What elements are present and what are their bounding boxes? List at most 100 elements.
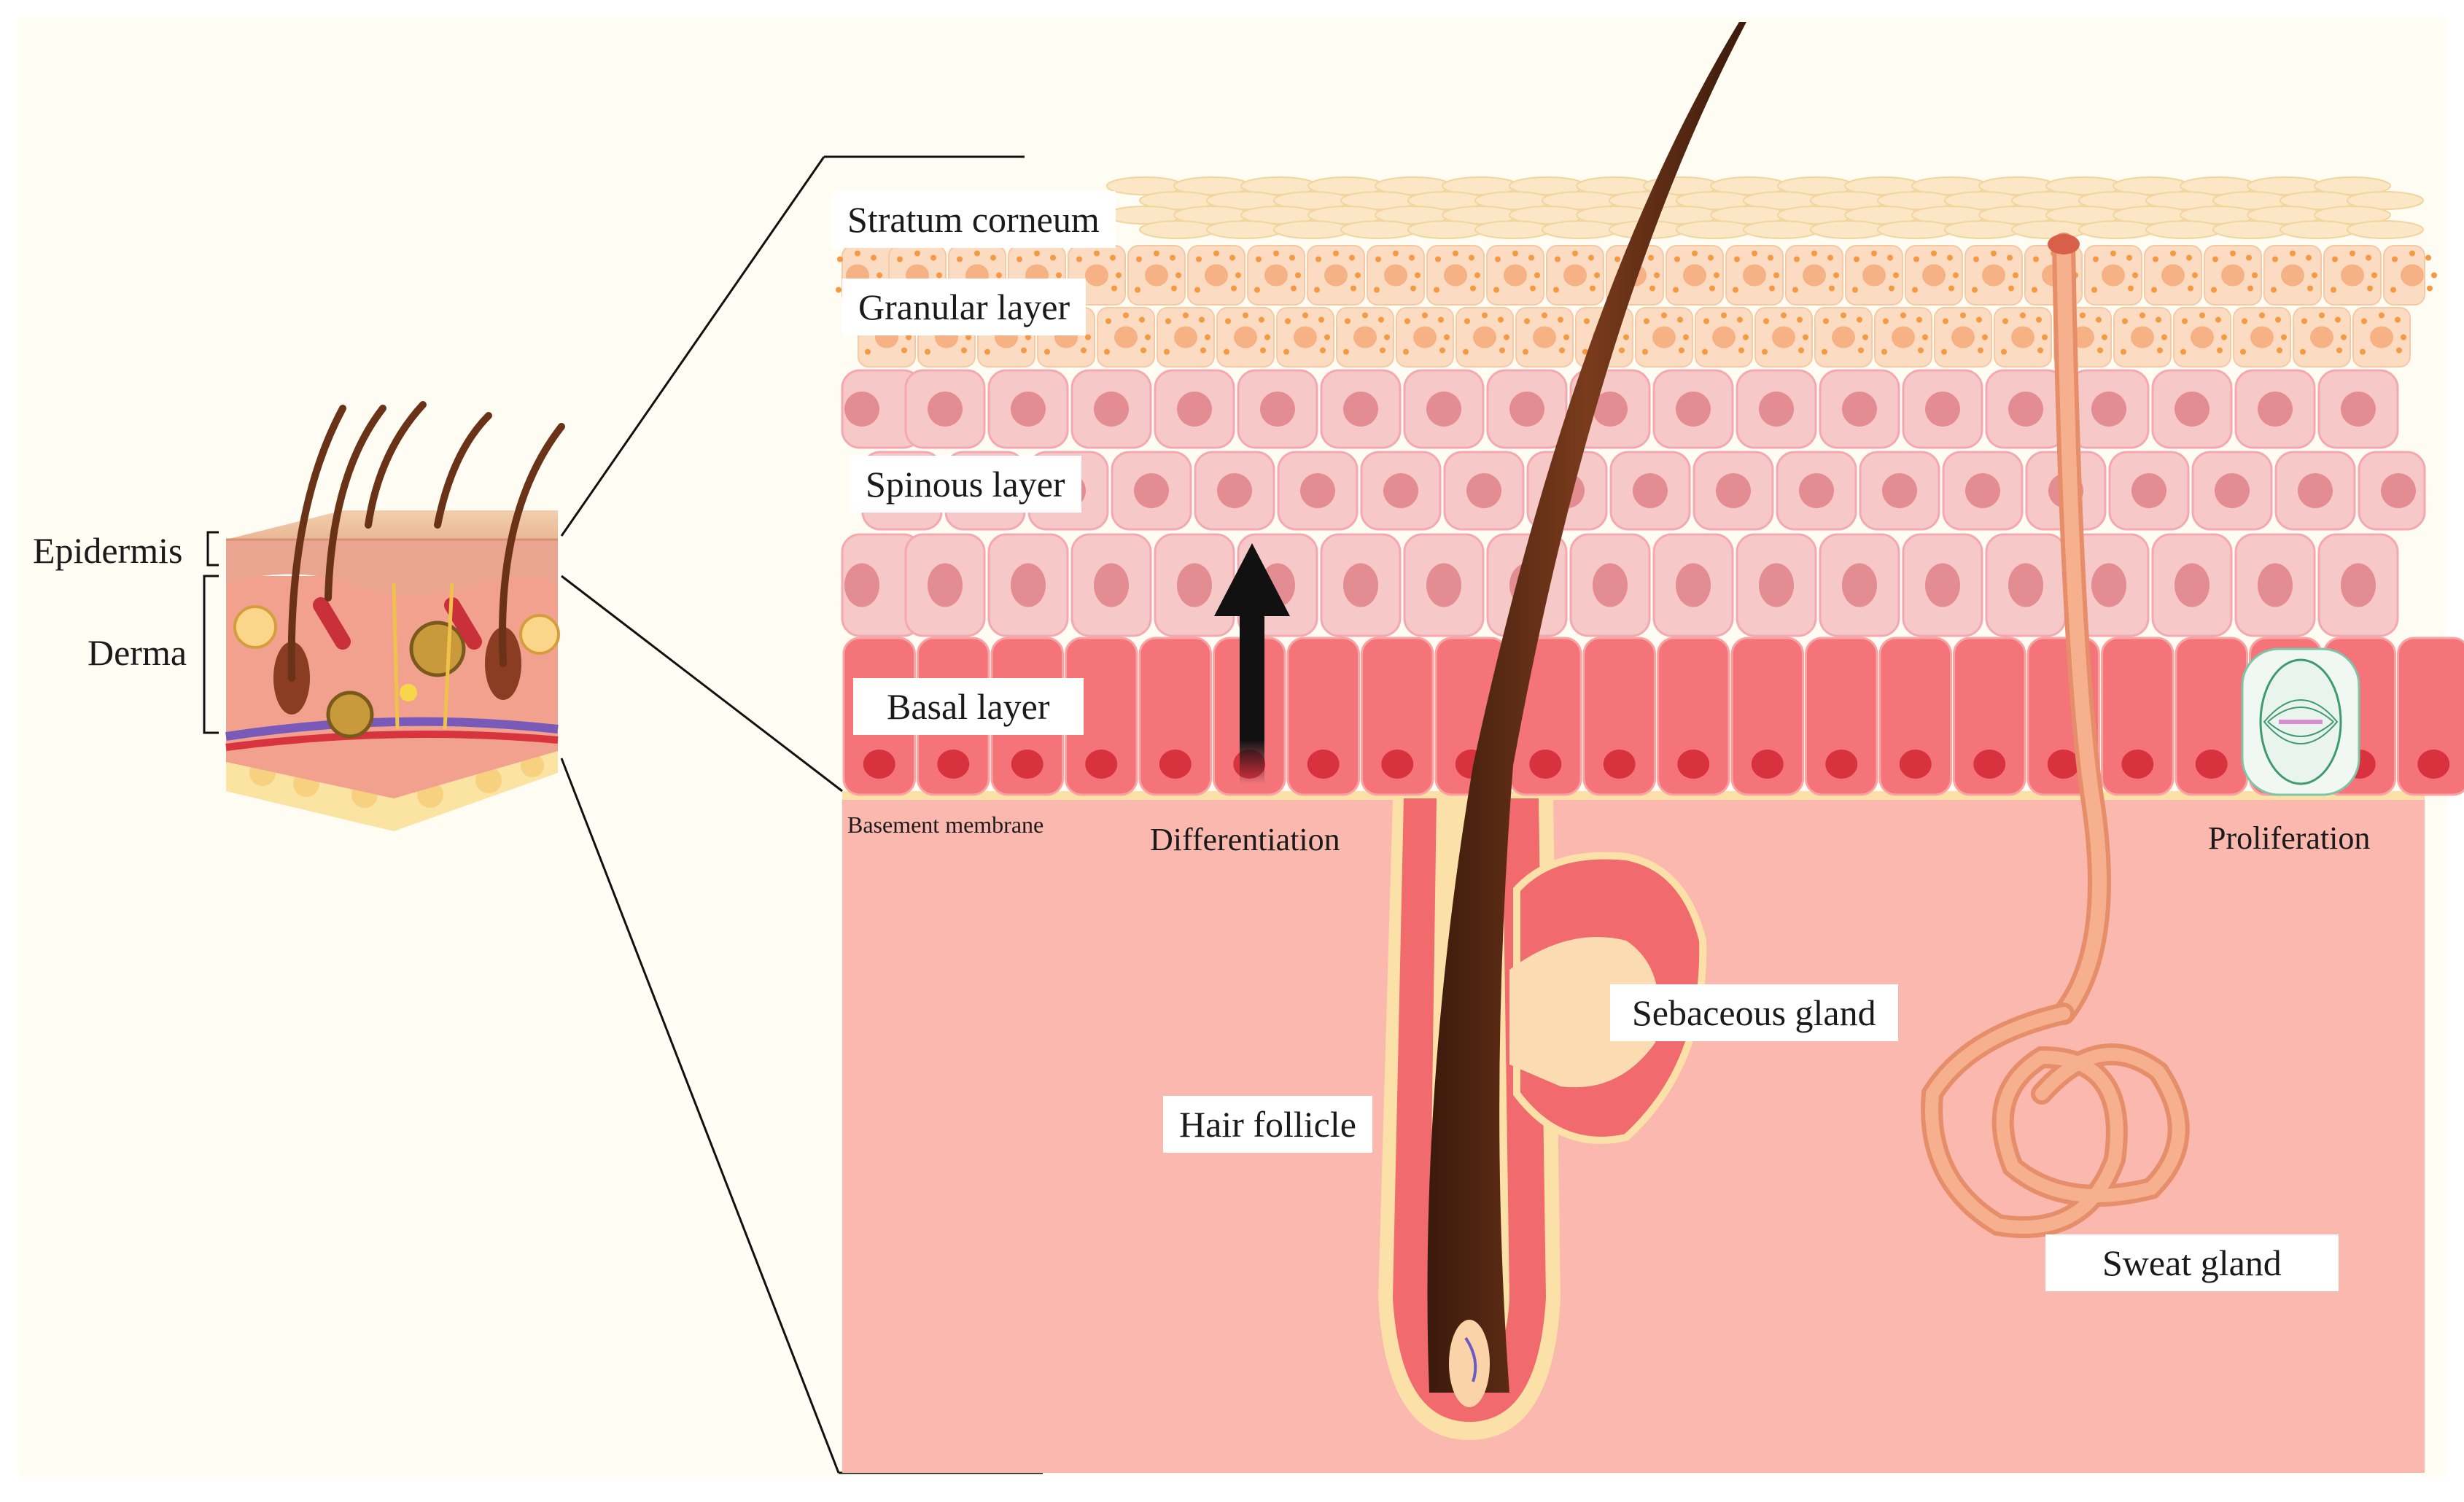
granule xyxy=(2170,251,2176,257)
proliferation-label: Proliferation xyxy=(2208,822,2370,855)
corneum-flake xyxy=(1811,221,1886,238)
granular-nucleus xyxy=(1324,265,1348,287)
spinous-nucleus xyxy=(1426,392,1461,427)
granule xyxy=(1922,335,1928,341)
granule xyxy=(2319,313,2325,319)
corneum-flake xyxy=(1744,221,1819,238)
granule xyxy=(1674,257,1680,262)
granule xyxy=(930,255,936,261)
granule xyxy=(1225,319,1231,324)
granule xyxy=(1482,313,1488,319)
granule xyxy=(2271,287,2277,293)
granular-nucleus xyxy=(2131,327,2154,349)
granule xyxy=(2036,317,2042,323)
granule xyxy=(1708,255,1714,261)
granule xyxy=(1555,257,1561,262)
granular-nucleus xyxy=(1652,327,1676,349)
granular-nucleus xyxy=(1114,327,1138,349)
granule xyxy=(1302,313,1308,319)
granule xyxy=(1762,349,1768,355)
spinous-nucleus xyxy=(1094,564,1129,607)
granule xyxy=(1614,257,1620,262)
granular-nucleus xyxy=(1712,327,1736,349)
granule xyxy=(1978,348,1983,354)
granule xyxy=(2427,286,2433,292)
granule xyxy=(1135,287,1140,293)
granular-nucleus xyxy=(1922,265,1946,287)
granule xyxy=(2290,251,2296,257)
granule xyxy=(1349,255,1355,261)
granule xyxy=(1050,255,1056,261)
granule xyxy=(2401,335,2406,341)
granule xyxy=(2246,255,2252,261)
granule xyxy=(1644,319,1649,324)
granule xyxy=(1683,335,1689,341)
granule xyxy=(1563,335,1569,341)
granule xyxy=(2247,286,2253,292)
spinous-nucleus xyxy=(844,564,879,607)
granule xyxy=(1213,251,1219,257)
granule xyxy=(1199,317,1205,323)
granule xyxy=(1116,273,1122,279)
spinous-nucleus xyxy=(2008,564,2043,607)
granule xyxy=(1021,348,1027,354)
granule xyxy=(1434,287,1439,293)
granule xyxy=(1572,251,1578,257)
granule xyxy=(1947,255,1953,261)
granule xyxy=(1743,335,1749,341)
granule xyxy=(1594,273,1600,279)
epidermis-label: Epidermis xyxy=(33,532,183,569)
granule xyxy=(1415,273,1421,279)
granule xyxy=(1183,313,1189,319)
granule xyxy=(837,257,843,262)
spinous-nucleus xyxy=(2298,473,2333,508)
spinous-nucleus xyxy=(2258,564,2293,607)
granule xyxy=(1654,273,1660,279)
granule xyxy=(1410,286,1416,292)
granule xyxy=(1648,255,1654,261)
granular-nucleus xyxy=(2221,265,2245,287)
granule xyxy=(2037,348,2043,354)
granule xyxy=(1623,335,1629,341)
granule xyxy=(1737,317,1743,323)
basal-nucleus xyxy=(1381,750,1413,779)
stratum-corneum-label: Stratum corneum xyxy=(831,191,1116,248)
granule xyxy=(1862,335,1868,341)
spinous-nucleus xyxy=(2091,392,2126,427)
granule xyxy=(2007,255,2013,261)
granule xyxy=(1362,313,1368,319)
granule xyxy=(1649,286,1655,292)
granule xyxy=(1829,286,1835,292)
corneum-flake xyxy=(1475,221,1551,238)
dividing-cell xyxy=(2242,649,2359,795)
granule xyxy=(1773,273,1779,279)
granule xyxy=(1900,313,1906,319)
granule xyxy=(1374,287,1380,293)
granule xyxy=(2192,273,2198,279)
granule xyxy=(1333,251,1339,257)
spinous-nucleus xyxy=(1300,473,1335,508)
corneum-flake xyxy=(2280,221,2356,238)
spinous-nucleus xyxy=(1011,392,1046,427)
granule xyxy=(2367,286,2373,292)
granule xyxy=(1196,257,1202,262)
granule xyxy=(957,257,963,262)
spinous-nucleus xyxy=(928,392,963,427)
granular-nucleus xyxy=(2401,265,2424,287)
granule xyxy=(1375,257,1381,262)
granule xyxy=(2186,255,2192,261)
granule xyxy=(1794,257,1800,262)
granular-nucleus xyxy=(1294,327,1317,349)
granule xyxy=(1315,257,1321,262)
granular-layer-label: Granular layer xyxy=(842,279,1086,335)
spinous-nucleus xyxy=(1383,473,1418,508)
granular-nucleus xyxy=(1174,327,1197,349)
spinous-nucleus xyxy=(2091,564,2126,607)
granule xyxy=(1140,348,1146,354)
granular-nucleus xyxy=(2011,327,2034,349)
granule xyxy=(2211,287,2217,293)
basal-nucleus xyxy=(1159,750,1192,779)
granule xyxy=(2361,319,2367,324)
granule xyxy=(1528,255,1534,261)
granular-nucleus xyxy=(2191,327,2214,349)
